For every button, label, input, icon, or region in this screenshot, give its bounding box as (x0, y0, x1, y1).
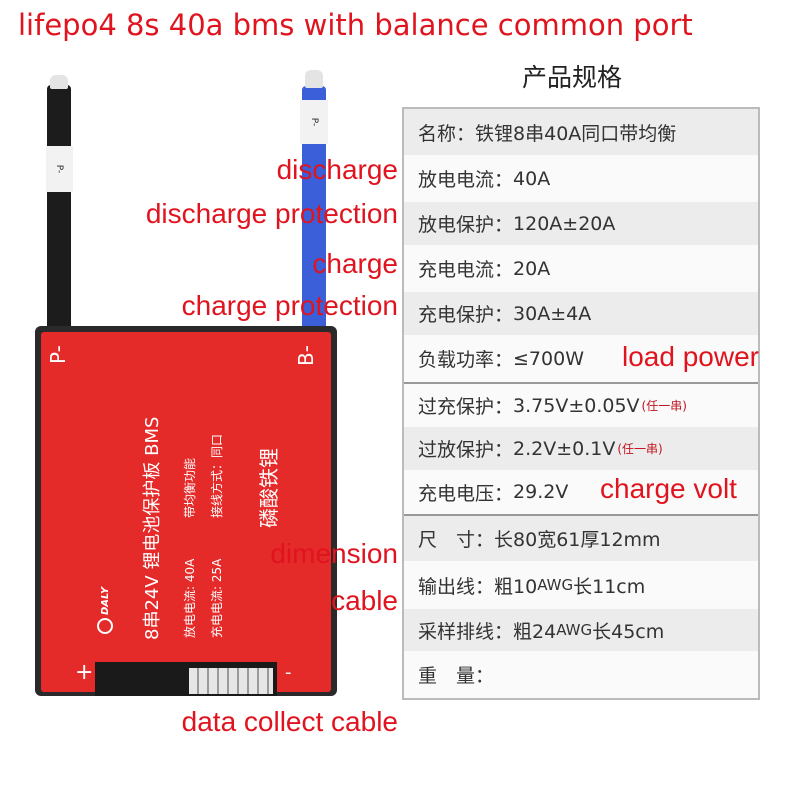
spec-row: 尺 寸：长80宽61厚12mm (404, 516, 758, 561)
spec-table: 名称：铁锂8串40A同口带均衡 放电电流：40A 放电保护：120A±20A 充… (402, 107, 760, 700)
spec-row: 负载功率：≤700W (418, 347, 584, 372)
page-title: lifepo4 8s 40a bms with balance common p… (18, 8, 693, 42)
terminal-b-label: B- (294, 345, 318, 366)
terminal-p-label: P- (46, 345, 70, 364)
annotation-load-power: load power (622, 341, 759, 372)
spec-row: 过放保护：2.2V±0.1V(任一串) (404, 427, 758, 470)
spec-row: 重 量： (418, 665, 495, 687)
annotation-charge: charge (312, 248, 398, 279)
annotation-data-collect-cable: data collect cable (181, 706, 398, 737)
black-wire (47, 85, 71, 335)
board-line3a: 充电电流: 25A (210, 558, 224, 638)
divider (404, 514, 758, 516)
spec-row: 充电电流：20A (418, 257, 551, 282)
board-line2b: 带均衡功能 (183, 457, 197, 518)
wire-tip (305, 70, 323, 88)
connector-pins (189, 668, 273, 694)
daly-logo: DALY (97, 587, 113, 634)
wire-sleeve: P- (300, 100, 328, 144)
annotation-charge-volt: charge volt (600, 473, 737, 504)
bms-board: P- B- 8串24V 锂电池保护板 BMS 放电电流: 40A 带均衡功能 充… (35, 326, 337, 696)
balance-connector (95, 662, 277, 696)
board-line3b: 接线方式：同口 (210, 433, 224, 518)
wire-tip (50, 75, 68, 89)
spec-title: 产品规格 (522, 63, 623, 92)
board-line4: 磷酸铁锂 (257, 448, 281, 528)
spec-row: 放电电流：40A (418, 167, 551, 192)
annotation-discharge-protection: discharge protection (145, 198, 398, 229)
divider (404, 382, 758, 384)
spec-row: 放电保护：120A±20A (404, 202, 758, 245)
wire-sleeve: P- (46, 146, 73, 192)
annotation-cable: cable (331, 585, 398, 616)
board-line1: 8串24V 锂电池保护板 BMS (142, 416, 163, 640)
annotation-charge-protection: charge protection (181, 290, 398, 321)
plus-label: + (75, 660, 94, 685)
minus-label: - (285, 662, 292, 683)
spec-row: 充电保护：30A±4A (404, 292, 758, 335)
spec-row: 过充保护：3.75V±0.05V(任一串) (418, 394, 687, 419)
annotation-discharge: discharge (276, 154, 398, 185)
spec-row: 名称：铁锂8串40A同口带均衡 (404, 109, 758, 155)
annotation-dimension: dimension (270, 538, 398, 569)
board-line2a: 放电电流: 40A (183, 558, 197, 638)
spec-row: 充电电压：29.2V (418, 481, 569, 505)
